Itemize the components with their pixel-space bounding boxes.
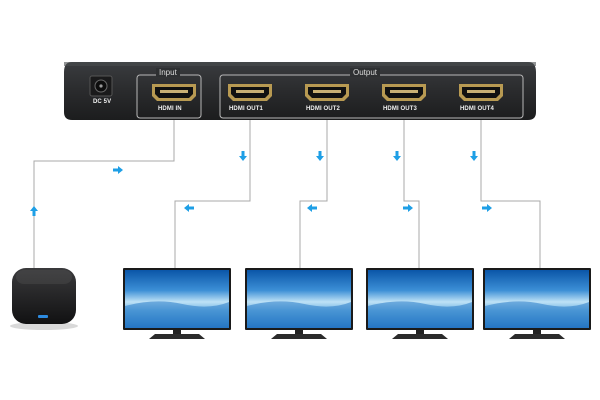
tv-monitor-icon-2 [245,268,353,339]
hdmi-out2-port-icon [305,84,349,101]
cable-out1 [174,120,251,268]
arrow-icon-out4-down [470,151,478,161]
cables [33,120,541,268]
cable-out2 [299,120,328,268]
hdmi-out1-label: HDMI OUT1 [229,106,263,112]
arrow-icon-out2-down [316,151,324,161]
tv-monitor-icon-1 [123,268,231,339]
power-jack-label: DC 5V [93,99,112,105]
arrow-icon-out3-right [403,204,413,212]
tv-monitor-icon-4 [483,268,591,339]
hdmi-out1-port-icon [228,84,272,101]
cable-out3 [403,120,420,268]
cable-input [33,120,175,268]
output-group-label: Output [350,68,381,77]
hdmi-out3-port-icon [382,84,426,101]
input-group-label: Input [156,68,180,77]
hdmi-out3-label: HDMI OUT3 [383,106,417,112]
arrow-icon-out1-down [239,151,247,161]
tv-monitor-icon-3 [366,268,474,339]
hdmi-out2-label: HDMI OUT2 [306,106,340,112]
hdmi-in-label: HDMI IN [158,106,182,112]
hdmi-in-port-icon [152,84,196,101]
arrow-icon-source-right [113,166,123,174]
arrow-icon-out3-down [393,151,401,161]
arrow-icon-out2-left [307,204,317,212]
hdmi-out4-port-icon [459,84,503,101]
media-player-box-icon [10,268,78,330]
hdmi-out4-label: HDMI OUT4 [460,106,494,112]
arrow-icon-out1-left [184,204,194,212]
arrow-icon-out4-right [482,204,492,212]
arrow-icon-source-up [30,206,38,216]
hdmi-splitter-device [64,62,536,120]
cable-out4 [480,120,541,268]
dc-power-jack-icon [89,75,113,97]
